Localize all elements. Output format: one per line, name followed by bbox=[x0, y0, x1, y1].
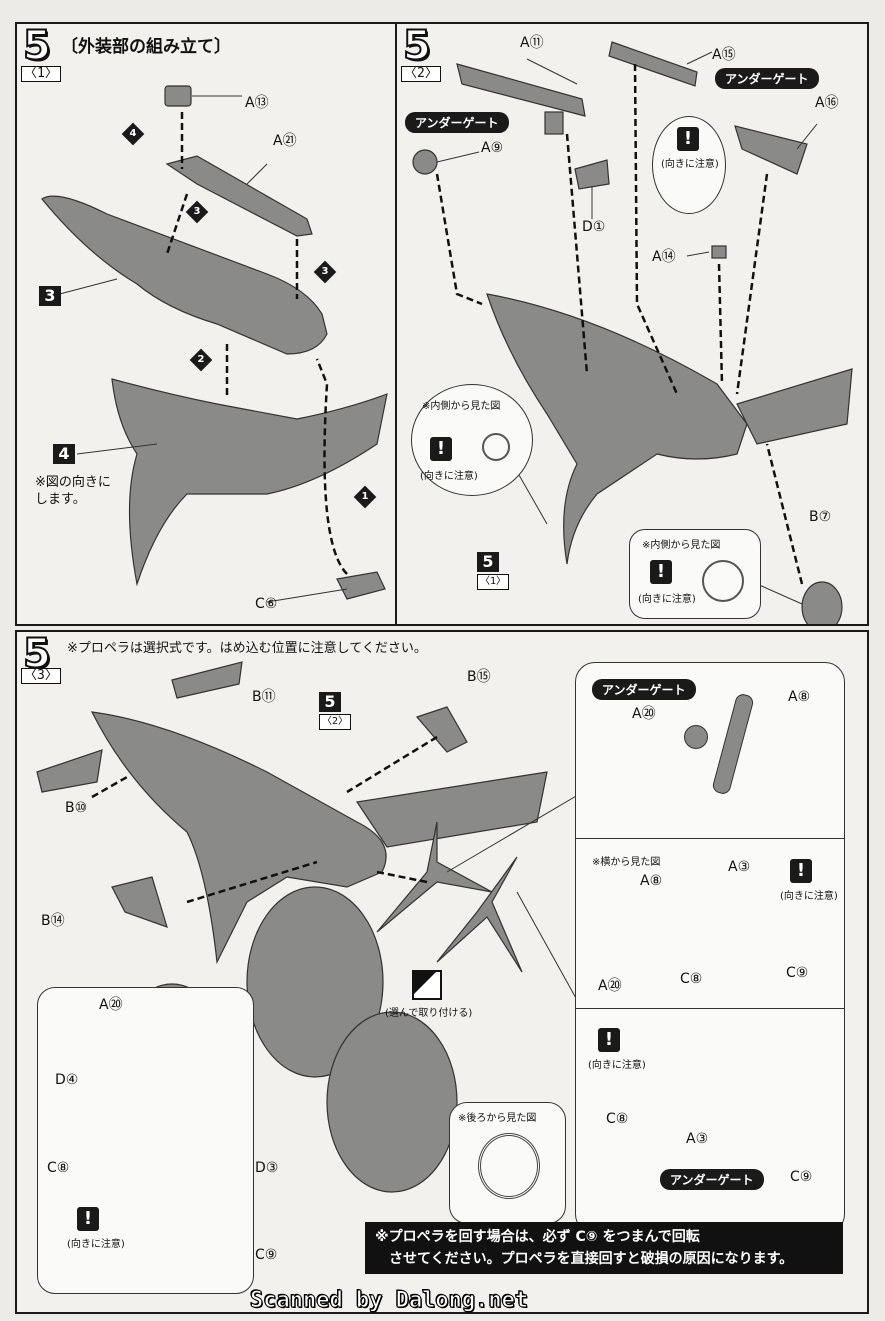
label-a8: A⑧ bbox=[788, 689, 811, 705]
inside-view-bubble: ※内側から見た図 ! (向きに注意) bbox=[411, 384, 533, 496]
caution-text: (向きに注意) bbox=[661, 159, 719, 170]
label-a9: A⑨ bbox=[481, 140, 504, 156]
ref-step-5: 5 bbox=[477, 552, 499, 572]
part-a20-icon bbox=[684, 725, 708, 749]
label-a21: A㉑ bbox=[273, 133, 297, 149]
rear-view-icon bbox=[478, 1133, 540, 1199]
caution-icon: ! bbox=[598, 1028, 620, 1052]
label-a3: A③ bbox=[686, 1131, 709, 1147]
order-mark-4: 4 bbox=[121, 122, 145, 146]
caution-icon: ! bbox=[650, 560, 672, 584]
rear-view-box: ※後ろから見た図 bbox=[449, 1102, 566, 1224]
label-c8: C⑧ bbox=[47, 1160, 70, 1176]
warning-line-2: させてください。プロペラを直接回すと破損の原因になります。 bbox=[389, 1251, 794, 1267]
step-number: 5 bbox=[402, 23, 432, 69]
label-b15: B⑮ bbox=[467, 669, 491, 685]
caution-icon: ! bbox=[77, 1207, 99, 1231]
under-gate-tag: アンダーゲート bbox=[660, 1169, 764, 1190]
inside-view-title: ※内側から見た図 bbox=[422, 401, 501, 412]
propeller-choice-note: ※プロペラは選択式です。はめ込む位置に注意してください。 bbox=[67, 641, 427, 656]
label-c9: C⑨ bbox=[786, 965, 809, 981]
caution-icon: ! bbox=[677, 127, 699, 151]
label-a20: A⑳ bbox=[99, 997, 123, 1013]
ref-sub-1: 〈1〉 bbox=[477, 574, 510, 590]
label-a16: A⑯ bbox=[815, 95, 839, 111]
label-a20: A⑳ bbox=[598, 978, 622, 994]
warning-line-1: ※プロペラを回す場合は、必ず C⑨ をつまんで回転 bbox=[375, 1229, 700, 1245]
label-b7: B⑦ bbox=[809, 509, 832, 525]
wheel-detail-icon bbox=[702, 560, 744, 602]
label-a14: A⑭ bbox=[652, 249, 676, 265]
fuselage-assembly-diagram bbox=[41, 85, 388, 603]
ref-sub-2: 〈2〉 bbox=[319, 714, 352, 730]
label-b11: B⑪ bbox=[252, 689, 276, 705]
divider bbox=[576, 1008, 844, 1009]
label-a15: A⑮ bbox=[712, 47, 736, 63]
step-sub-label: 〈2〉 bbox=[401, 66, 441, 82]
scan-credit: Scanned by Dalong.net bbox=[249, 1288, 529, 1314]
panel-step5-3: 5 〈3〉 ※プロペラは選択式です。はめ込む位置に注意してください。 B⑪ B⑮… bbox=[15, 630, 869, 1314]
propeller-detail-box: アンダーゲート A⑳ A⑧ ※横から見た図 A⑧ A③ ! (向きに注意) A⑳… bbox=[575, 662, 845, 1234]
caution-icon: ! bbox=[430, 437, 452, 461]
label-c8: C⑧ bbox=[680, 971, 703, 987]
ref-step-5: 5 bbox=[319, 692, 341, 712]
label-a13: A⑬ bbox=[245, 95, 269, 111]
orientation-note: ※図の向きに します。 bbox=[35, 475, 111, 507]
choose-icon bbox=[412, 970, 442, 1000]
caution-text: (向きに注意) bbox=[780, 891, 838, 902]
label-d1: D① bbox=[582, 219, 606, 235]
caution-text: (向きに注意) bbox=[588, 1060, 646, 1071]
caution-text: (向きに注意) bbox=[67, 1239, 125, 1250]
caution-icon: ! bbox=[790, 859, 812, 883]
side-view-title: ※横から見た図 bbox=[592, 857, 661, 868]
label-b14: B⑭ bbox=[41, 913, 65, 929]
label-b10: B⑩ bbox=[65, 800, 88, 816]
sub-step-3: 3 bbox=[39, 286, 61, 306]
inside-view-title: ※内側から見た図 bbox=[642, 540, 721, 551]
under-gate-tag: アンダーゲート bbox=[592, 679, 696, 700]
caution-bubble: ! (向きに注意) bbox=[652, 116, 726, 214]
under-gate-tag: アンダーゲート bbox=[405, 112, 509, 133]
step-number: 5 bbox=[22, 23, 52, 69]
label-c9: C⑨ bbox=[790, 1169, 813, 1185]
propeller-a8-icon bbox=[711, 692, 755, 796]
spinner-options-box bbox=[37, 987, 254, 1294]
panel-step5-2: 5 〈2〉 A⑪ A⑮ アン bbox=[395, 22, 869, 626]
label-c6: C⑥ bbox=[255, 596, 278, 612]
label-c9: C⑨ bbox=[255, 1247, 278, 1263]
panel-step5-1: 5 〈1〉 〔外装部の組み立て〕 A⑬ A㉑ 3 4 C⑥ 4 3 3 2 1 … bbox=[15, 22, 397, 626]
order-mark-1: 1 bbox=[353, 485, 377, 509]
inside-view-box: ※内側から見た図 ! (向きに注意) bbox=[629, 529, 761, 619]
fuselage-wing-diagram bbox=[412, 41, 853, 624]
label-d3: D③ bbox=[255, 1160, 279, 1176]
propeller-warning-note: ※プロペラを回す場合は、必ず C⑨ をつまんで回転 させてください。プロペラを直… bbox=[365, 1222, 843, 1274]
under-gate-tag: アンダーゲート bbox=[715, 68, 819, 89]
label-a8: A⑧ bbox=[640, 873, 663, 889]
label-a3: A③ bbox=[728, 859, 751, 875]
caution-text: (向きに注意) bbox=[420, 471, 478, 482]
step-sub-label: 〈3〉 bbox=[21, 668, 61, 684]
label-a20: A⑳ bbox=[632, 706, 656, 722]
section-title: 〔外装部の組み立て〕 bbox=[61, 37, 231, 57]
gear-detail-icon bbox=[482, 433, 510, 461]
caution-text: (向きに注意) bbox=[638, 594, 696, 605]
rear-view-title: ※後ろから見た図 bbox=[458, 1113, 537, 1124]
order-mark-3a: 3 bbox=[185, 200, 209, 224]
label-d4: D④ bbox=[55, 1072, 79, 1088]
order-mark-3b: 3 bbox=[313, 260, 337, 284]
order-mark-2: 2 bbox=[189, 348, 213, 372]
label-c8: C⑧ bbox=[606, 1111, 629, 1127]
choose-note: (選んで取り付ける) bbox=[385, 1008, 473, 1019]
step-sub-label: 〈1〉 bbox=[21, 66, 61, 82]
sub-step-4: 4 bbox=[53, 444, 75, 464]
label-a11: A⑪ bbox=[520, 35, 544, 51]
divider bbox=[576, 838, 844, 839]
